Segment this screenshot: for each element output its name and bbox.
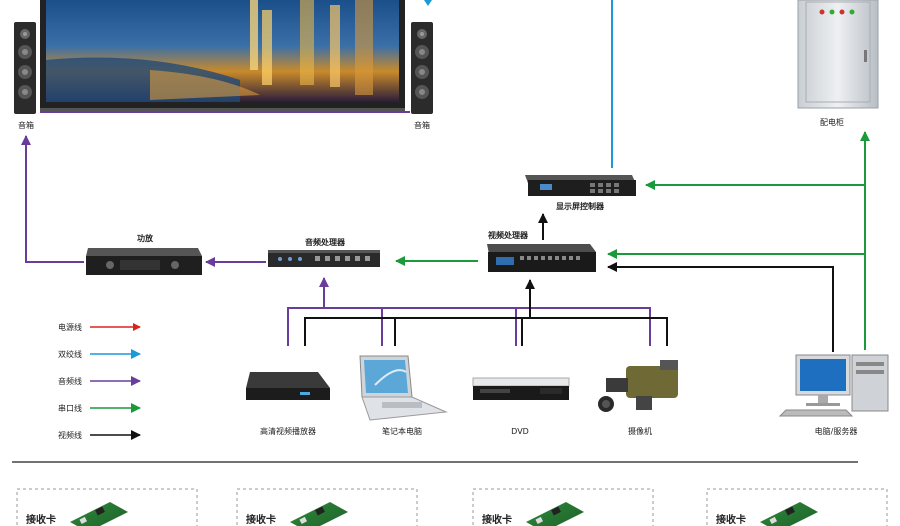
receiver-card-label: 接收卡 <box>26 513 56 526</box>
video-processor-icon <box>487 244 596 272</box>
laptop-icon <box>359 355 448 421</box>
legend-label-power: 电源线 <box>58 322 82 332</box>
speaker-right-label: 音箱 <box>414 120 430 130</box>
receiver-card-label: 接收卡 <box>482 513 512 526</box>
screen-controller-icon <box>525 175 636 196</box>
distribution-cabinet-label: 配电柜 <box>820 117 844 127</box>
pc-server-icon <box>778 354 889 417</box>
audio-bus-sources <box>287 307 651 346</box>
twisted-pair-arrow-top <box>424 0 432 6</box>
receiver-card-2: 接收卡 <box>236 488 418 526</box>
camera-label: 摄像机 <box>628 426 652 436</box>
legend-label-serial: 串口线 <box>58 403 82 413</box>
receiver-card-board-icon <box>760 502 818 526</box>
amplifier-label: 功放 <box>137 233 154 243</box>
connection-lines <box>21 0 870 352</box>
legend: 电源线 双绞线 音频线 串口线 视频线 <box>58 322 141 440</box>
laptop-label: 笔记本电脑 <box>382 426 422 436</box>
speaker-left-label: 音箱 <box>18 120 34 130</box>
audio-processor-label: 音频处理器 <box>305 237 346 247</box>
hd-player-icon <box>246 372 330 400</box>
receiver-card-label: 接收卡 <box>716 513 746 526</box>
speaker-left-icon <box>14 22 36 114</box>
audio-processor-icon <box>268 250 380 267</box>
receiver-card-label: 接收卡 <box>246 513 276 526</box>
receiver-card-board-icon <box>70 502 128 526</box>
audio-line-amp-speaker <box>21 135 84 263</box>
receiver-card-board-icon <box>526 502 584 526</box>
legend-label-video: 视频线 <box>58 430 82 440</box>
dvd-player-icon <box>472 377 570 400</box>
receiver-card-4: 接收卡 <box>706 488 888 526</box>
led-display-screen <box>40 0 405 112</box>
pc-server-label: 电脑/服务器 <box>815 426 858 436</box>
receiver-card-board-icon <box>290 502 348 526</box>
screen-controller-label: 显示屏控制器 <box>556 201 605 211</box>
video-processor-label: 视频处理器 <box>488 230 529 240</box>
hd-player-label: 高清视频播放器 <box>260 426 316 436</box>
camera-icon <box>598 360 678 412</box>
dvd-label: DVD <box>511 427 529 436</box>
receiver-card-1: 接收卡 <box>16 488 198 526</box>
amplifier-icon <box>86 248 202 275</box>
video-line-pc-processor <box>607 262 834 352</box>
legend-label-twisted-pair: 双绞线 <box>58 349 82 359</box>
speaker-right-icon <box>411 22 433 114</box>
video-bus-sources <box>304 317 668 346</box>
receiver-card-3: 接收卡 <box>472 488 654 526</box>
legend-label-audio: 音频线 <box>58 376 82 386</box>
distribution-cabinet-icon <box>797 0 879 109</box>
